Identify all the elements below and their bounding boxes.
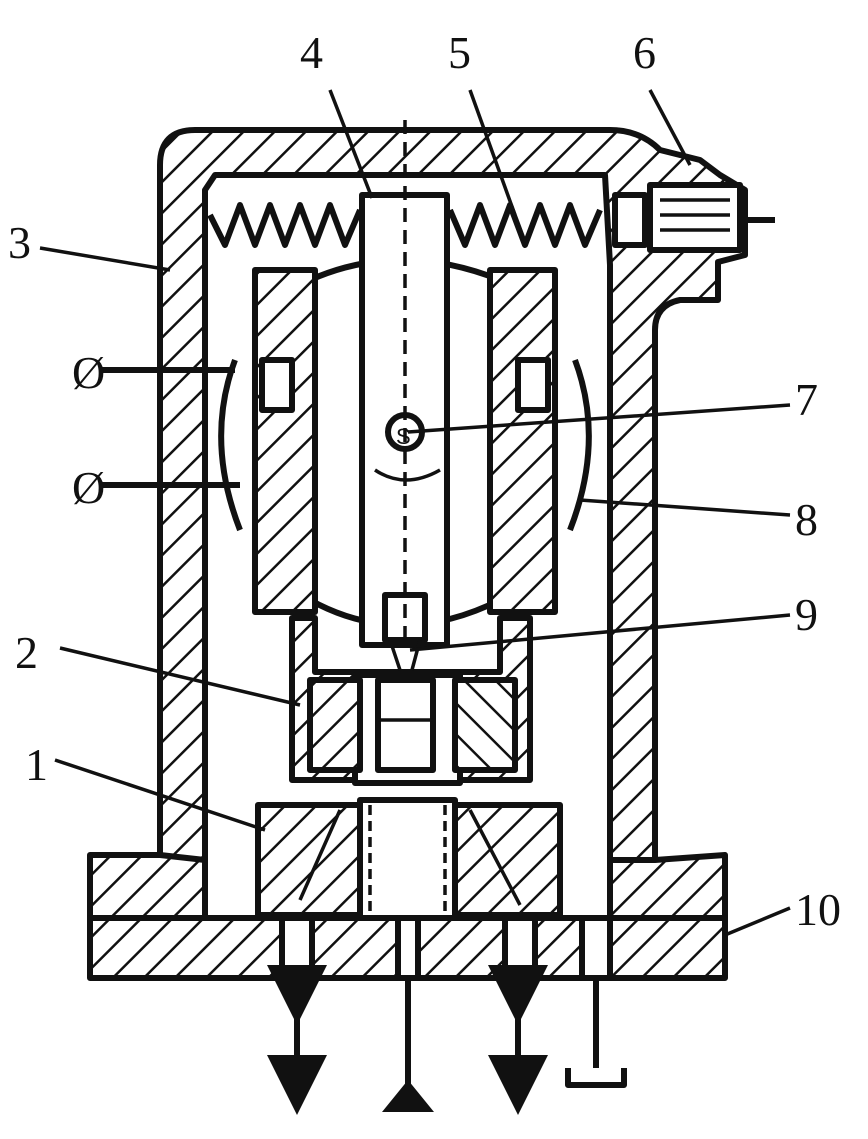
label-5: 5 xyxy=(448,27,471,78)
label-6: 6 xyxy=(633,27,656,78)
label-9: 9 xyxy=(795,589,818,640)
label-7: 7 xyxy=(795,374,818,425)
armature: S xyxy=(359,120,450,648)
mounting-flange xyxy=(87,852,728,921)
label-8: 8 xyxy=(795,494,818,545)
label-2: 2 xyxy=(15,627,38,678)
right-core xyxy=(487,267,558,615)
left-core xyxy=(252,267,318,615)
terminal-leads: Ø Ø xyxy=(72,347,240,513)
callout-labels: 3 4 5 6 7 8 9 2 1 10 xyxy=(8,27,841,935)
label-3: 3 xyxy=(8,217,31,268)
label-4: 4 xyxy=(300,27,323,78)
adjustment-screw xyxy=(612,182,775,253)
valve-seat xyxy=(375,639,436,773)
label-1: 1 xyxy=(25,739,48,790)
terminal-symbol-lower: Ø xyxy=(72,462,105,513)
bottom-plate xyxy=(87,915,728,981)
bellows-spring xyxy=(207,202,603,248)
label-10: 10 xyxy=(795,884,841,935)
base-block xyxy=(255,797,563,921)
leader-lines xyxy=(39,89,791,937)
port-arrows xyxy=(267,965,627,1115)
terminal-symbol-upper: Ø xyxy=(72,347,105,398)
